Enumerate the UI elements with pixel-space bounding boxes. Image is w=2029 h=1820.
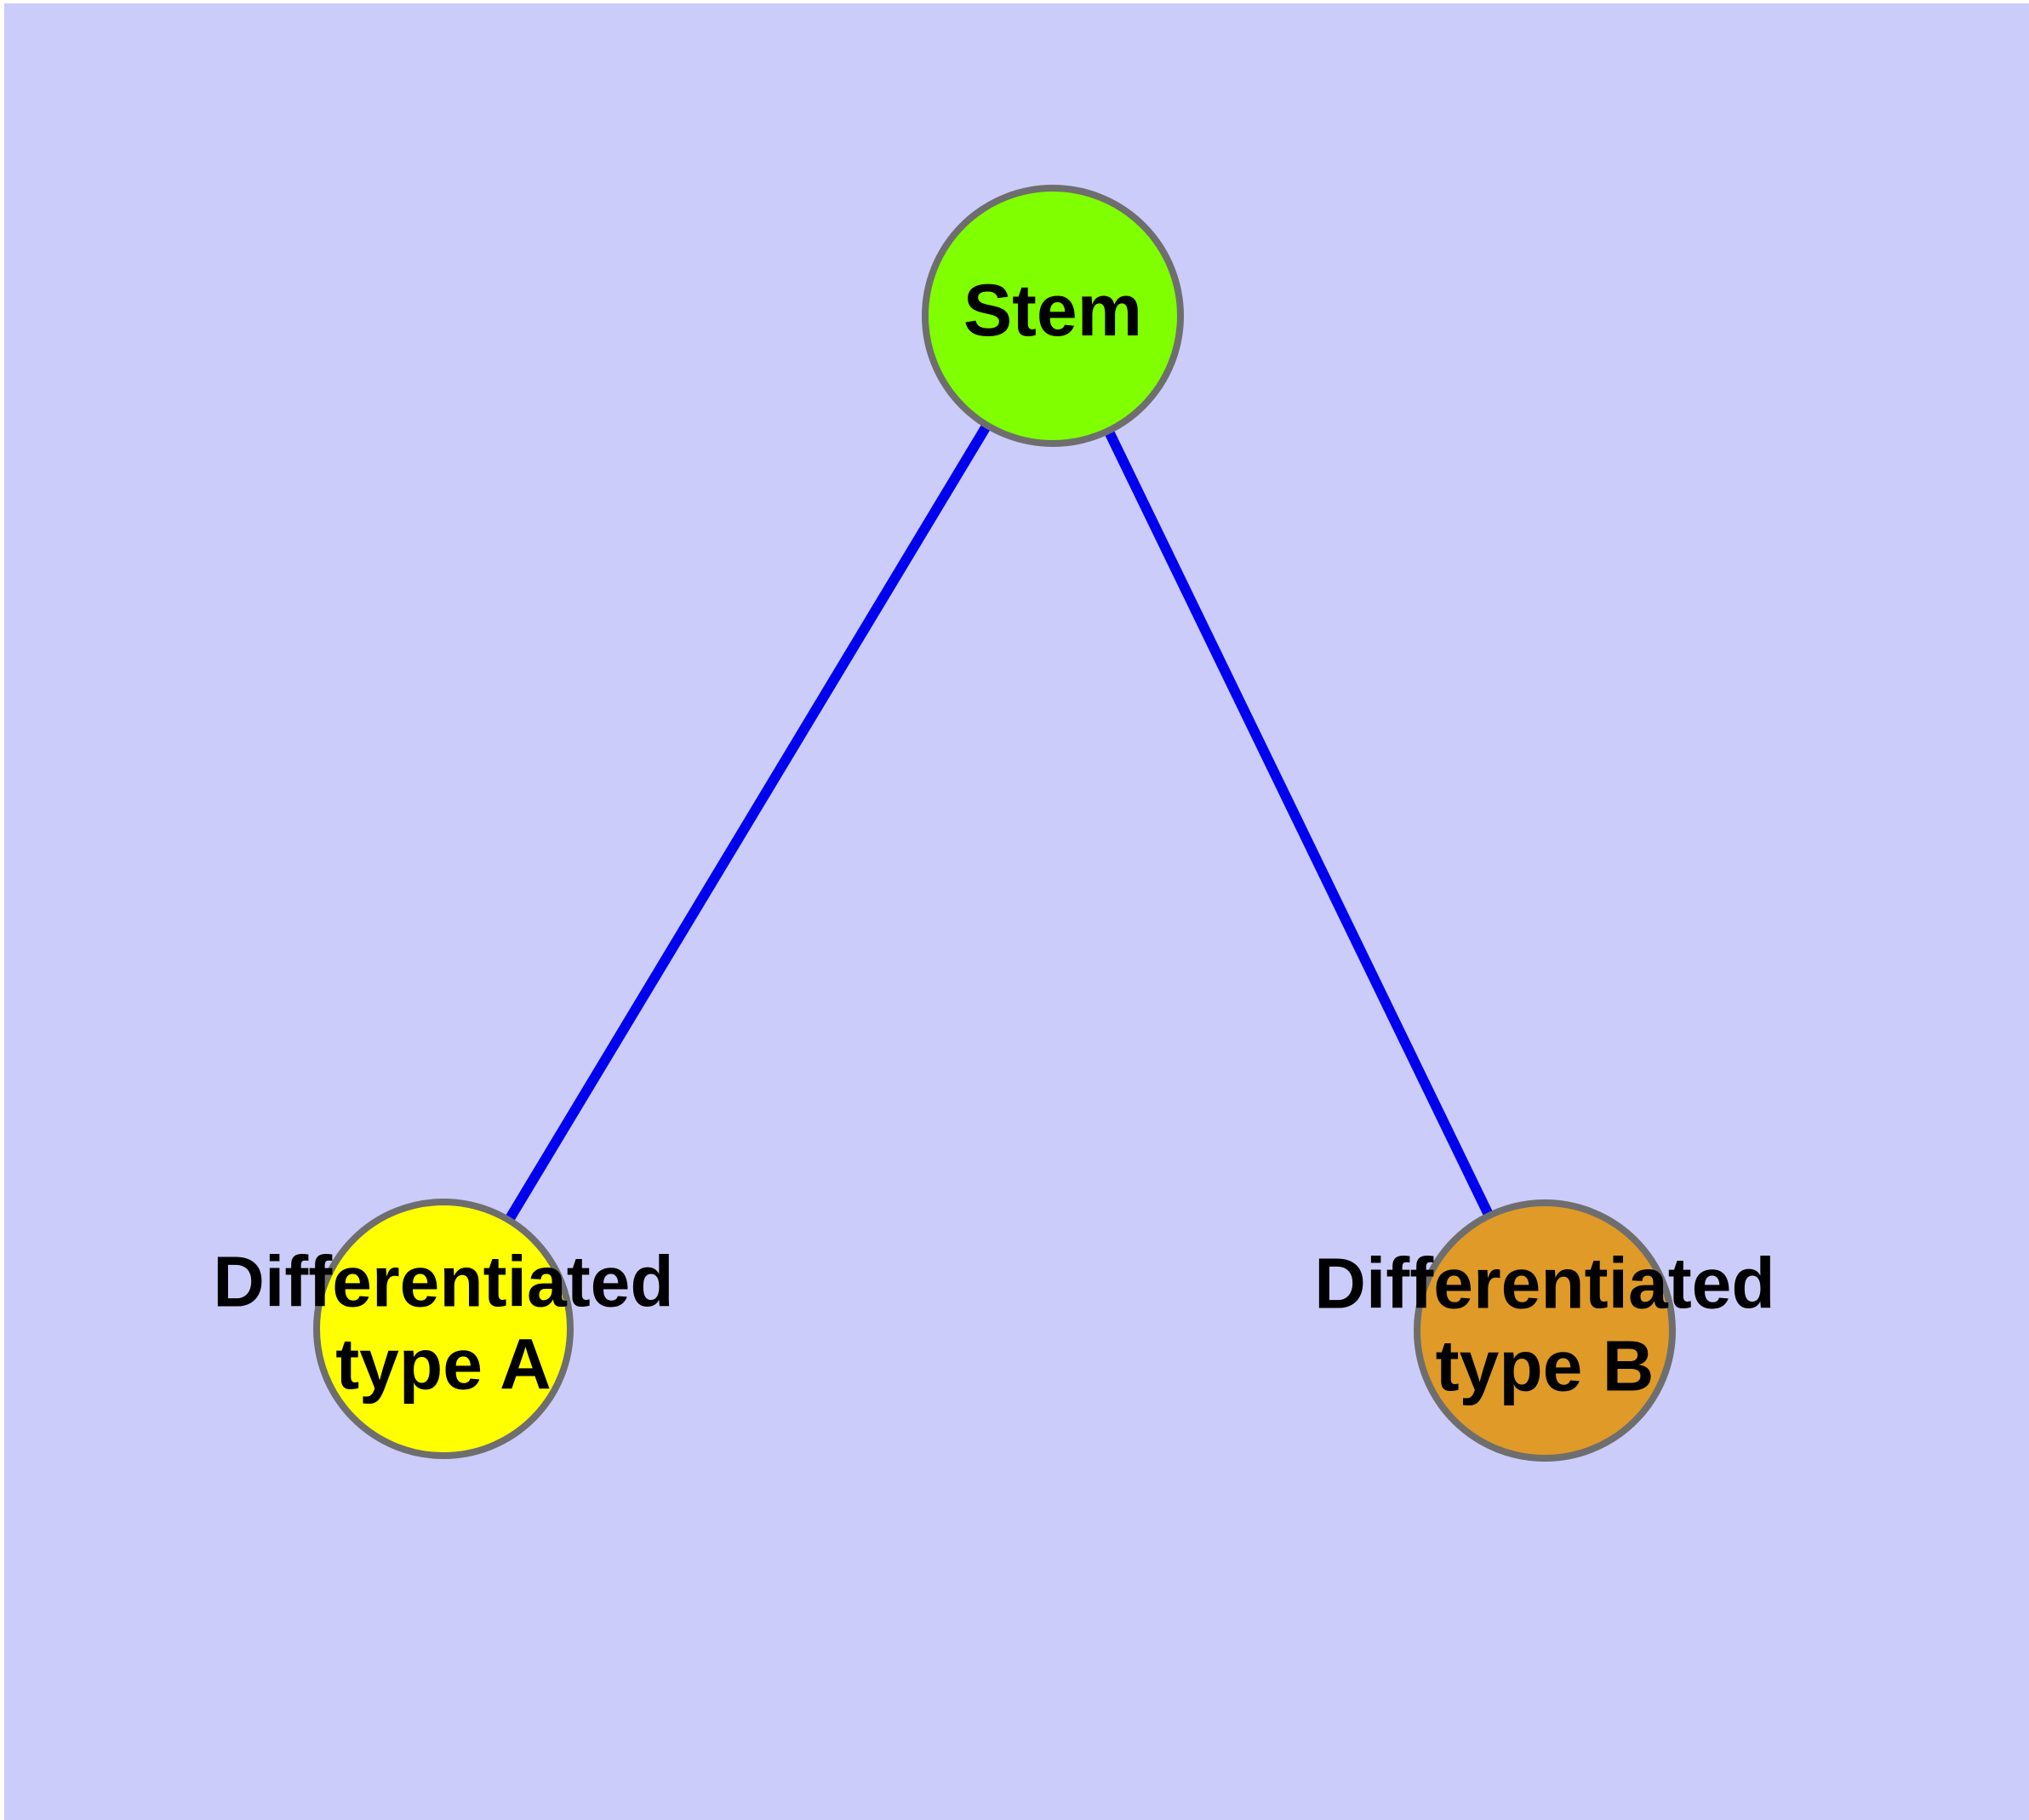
node-label-stem: Stem — [963, 270, 1142, 352]
node-circle-stem[interactable] — [922, 185, 1184, 447]
node-label-line: Stem — [963, 270, 1142, 352]
node-label-line: Differentiated — [213, 1241, 673, 1321]
node-circle-diff_b[interactable] — [1414, 1199, 1676, 1462]
node-label-line: type A — [335, 1325, 552, 1405]
edges-layer — [438, 312, 1550, 1333]
edge-stem-diff-a[interactable] — [438, 312, 1058, 1332]
graph-node-stem[interactable]: Stem — [922, 185, 1184, 447]
node-circle-diff_a[interactable] — [313, 1199, 574, 1459]
node-label-line: type B — [1436, 1326, 1655, 1406]
edge-stem-diff-b[interactable] — [1048, 313, 1550, 1333]
node-label-line: Differentiated — [1314, 1243, 1775, 1323]
